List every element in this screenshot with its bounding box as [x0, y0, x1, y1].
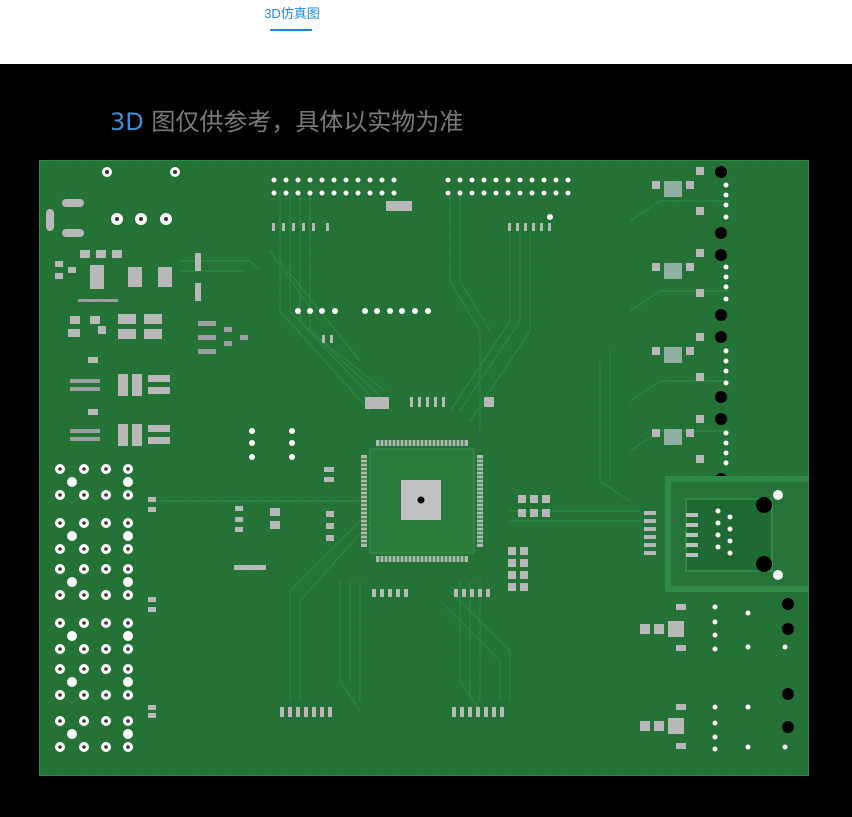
- small-smd-parts: [148, 201, 551, 718]
- tab-label: 3D仿真图: [264, 6, 320, 21]
- disclaimer-heading: 3D 图仅供参考，具体以实物为准: [110, 104, 463, 140]
- disclaimer-text: 图仅供参考，具体以实物为准: [143, 108, 464, 136]
- pcb-traces: [150, 191, 730, 712]
- active-tab-indicator: [270, 29, 312, 31]
- pcb-3d-render: [39, 160, 809, 776]
- small-vias: [249, 214, 553, 460]
- top-tab-bar: 3D仿真图: [0, 0, 852, 64]
- tab-3d-simulation[interactable]: 3D仿真图: [256, 6, 328, 32]
- disclaimer-accent: 3D: [110, 108, 144, 136]
- left-mounting-holes: [55, 464, 133, 752]
- left-hole-centers: [58, 467, 130, 749]
- rj45-connector: [665, 476, 808, 592]
- top-headers: [271, 177, 571, 196]
- mcu-chip: [361, 440, 483, 562]
- product-image-section: 3D 图仅供参考，具体以实物为准: [0, 64, 852, 817]
- top-left-components: [46, 167, 248, 446]
- pcb-drawing: [40, 161, 808, 775]
- right-side-components: [640, 166, 794, 752]
